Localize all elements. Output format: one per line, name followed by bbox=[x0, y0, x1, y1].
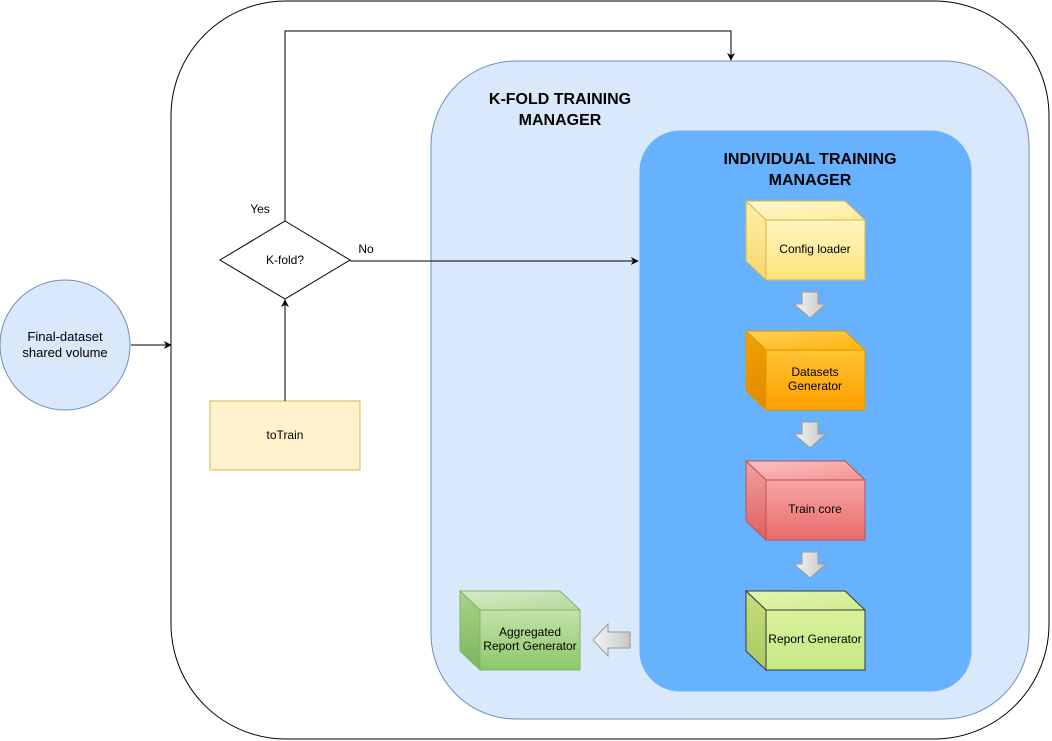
datasets-generator-label-line2: Generator bbox=[788, 379, 842, 393]
final-dataset-label-line2: shared volume bbox=[22, 345, 107, 360]
report-generator-label: Report Generator bbox=[768, 632, 861, 646]
aggregated-report-generator-label-line2: Report Generator bbox=[483, 639, 576, 653]
final-dataset-label-line1: Final-dataset bbox=[27, 329, 103, 344]
train-core-label: Train core bbox=[788, 502, 842, 516]
datasets-generator-node[interactable]: Datasets Generator bbox=[744, 329, 867, 412]
flow-arrow-train-to-report bbox=[792, 551, 828, 579]
edge-no-label: No bbox=[358, 242, 374, 256]
totrain-label: toTrain bbox=[267, 428, 304, 442]
kfold-manager-title-line2: MANAGER bbox=[519, 112, 602, 129]
datasets-generator-label-line1: Datasets bbox=[791, 365, 838, 379]
individual-manager-title-line2: MANAGER bbox=[769, 172, 852, 189]
kfold-decision-node[interactable] bbox=[219, 220, 351, 300]
report-generator-node[interactable]: Report Generator bbox=[744, 589, 867, 672]
config-loader-node[interactable]: Config loader bbox=[744, 199, 867, 282]
config-loader-label: Config loader bbox=[779, 242, 850, 256]
edge-yes-label: Yes bbox=[250, 202, 270, 216]
individual-manager-container bbox=[639, 130, 972, 692]
train-core-node[interactable]: Train core bbox=[744, 459, 867, 542]
totrain-node[interactable] bbox=[209, 400, 361, 471]
aggregated-report-generator-label-line1: Aggregated bbox=[499, 625, 561, 639]
edge-yes bbox=[284, 30, 735, 221]
flow-arrow-datasets-to-train bbox=[792, 421, 828, 449]
kfold-decision-label: K-fold? bbox=[266, 253, 304, 267]
individual-manager-title-line1: INDIVIDUAL TRAINING bbox=[723, 151, 896, 168]
kfold-manager-title-line1: K-FOLD TRAINING bbox=[489, 91, 631, 108]
final-dataset-node[interactable] bbox=[0, 279, 131, 411]
aggregated-report-generator-node[interactable]: Aggregated Report Generator bbox=[458, 589, 582, 672]
flow-arrow-report-to-aggregated bbox=[592, 622, 631, 658]
flow-arrow-config-to-datasets bbox=[792, 291, 828, 319]
